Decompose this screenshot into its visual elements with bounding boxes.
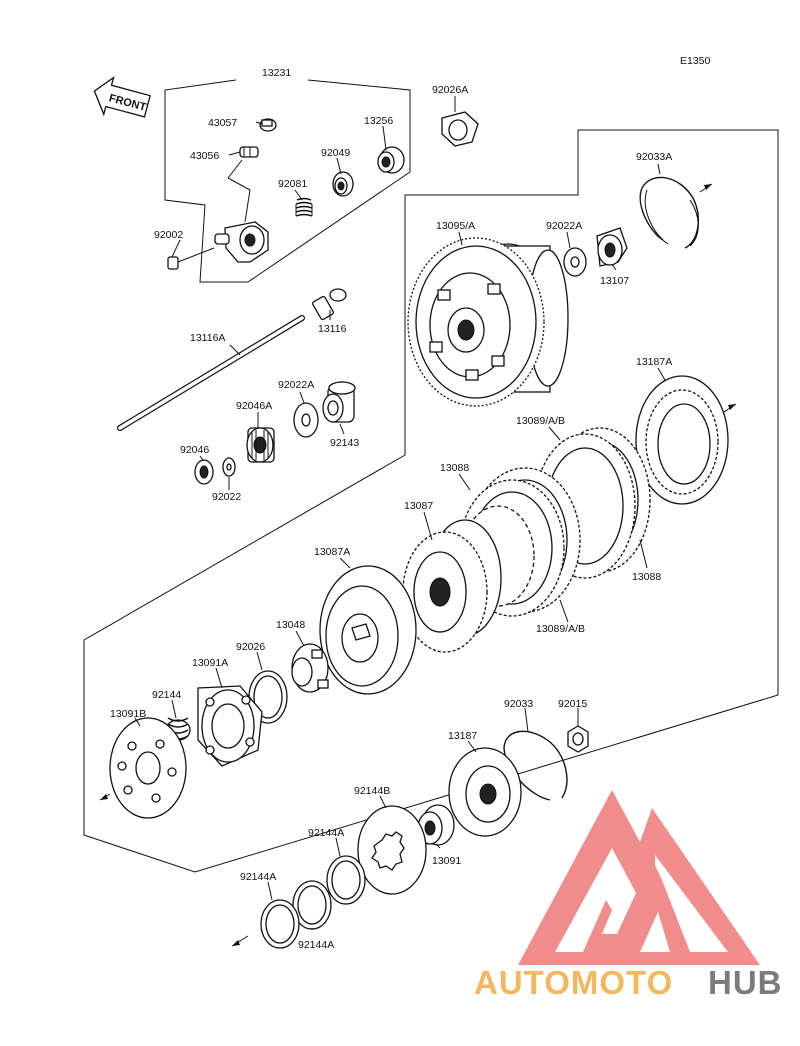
part-label-13091A: 13091A [192,657,228,669]
part-label-92144A-2: 92144A [240,871,276,883]
part-label-13187A: 13187A [636,356,672,368]
axis-arrows [99,183,737,947]
screw-43057-icon [259,118,277,132]
part-label-13116: 13116 [318,323,347,335]
nut-92015-icon [567,725,589,753]
part-label-13107: 13107 [600,275,629,287]
part-label-13087A: 13087A [314,546,350,558]
part-label-92033A: 92033A [636,151,672,163]
front-arrow-icon: FRONT [93,76,151,118]
part-label-13091B: 13091B [110,708,146,720]
bearing-13256-icon [377,146,405,174]
spline-plate-92144B-icon [357,805,427,895]
plate-13091B-icon [109,717,187,819]
needle-bearing-92046A-icon [246,427,275,463]
washer-92022A-mid-icon [293,402,319,438]
collar-92143-icon [322,381,356,423]
part-label-92026: 92026 [236,641,265,653]
watermark-triangle-logo [518,790,760,965]
part-label-13231: 13231 [262,67,291,79]
part-label-92026A: 92026A [432,84,468,96]
gasket-92026A-icon [441,111,479,147]
part-label-92033: 92033 [504,698,533,710]
washer-92022-icon [222,457,236,477]
part-label-13116A: 13116A [190,332,225,344]
part-label-92046: 92046 [180,444,209,456]
spring-holder-13091A-icon [197,685,263,767]
washer-92022A-top-icon [563,247,587,277]
part-label-92015: 92015 [558,698,587,710]
fitting-43056-icon [239,146,259,158]
part-label-92049: 92049 [321,147,350,159]
part-label-13088-top: 13088 [440,462,469,474]
part-label-92046A: 92046A [236,400,272,412]
part-label-13089AB-bot: 13089/A/B [536,623,585,635]
push-rod-13116A-icon [117,315,305,431]
part-label-43056: 43056 [190,150,219,162]
clutch-hub-13087-icon [402,519,502,653]
release-mechanism-group [167,111,479,270]
part-labels: 13231 43057 43056 13256 92049 92081 9200… [110,67,672,951]
part-label-92081: 92081 [278,178,307,190]
part-label-92143: 92143 [330,437,359,449]
watermark-text-hub: HUB [708,964,783,1001]
part-label-43057: 43057 [208,117,237,129]
assembly-boundary-lines [83,79,779,873]
washer-92144A-3-icon [260,899,300,949]
bolt-92002-icon [167,247,215,270]
part-label-92144A-3: 92144A [298,939,334,951]
watermark-text-auto: AUTOMOTO [474,964,673,1001]
circlip-92033A-icon [639,176,699,249]
washer-92144A-2-icon [292,880,332,930]
rod-13116-icon [312,288,347,321]
diagram-code: E1350 [680,55,711,67]
part-label-13048: 13048 [276,619,305,631]
pulley-13187-icon [448,747,522,837]
part-label-92022: 92022 [212,491,241,503]
part-label-13089AB-top: 13089/A/B [516,415,565,427]
clutch-housing-13095A-icon [407,237,569,407]
part-label-13095A: 13095/A [436,220,475,232]
part-label-92022A-top: 92022A [546,220,582,232]
part-label-92022A-mid: 92022A [278,379,314,391]
part-label-92144A-1: 92144A [308,827,344,839]
part-label-92144B: 92144B [354,785,390,797]
part-label-13087: 13087 [404,500,433,512]
spacer-13107-icon [596,227,628,267]
friction-plates-stack-icon [459,427,651,617]
part-label-13256: 13256 [364,115,393,127]
release-housing-icon [214,221,269,263]
leader-lines [134,96,666,930]
part-label-92144: 92144 [152,689,181,701]
spring-92081-icon [295,197,313,217]
automotohub-watermark: AUTOMOTO HUB [474,790,783,1001]
part-label-13187: 13187 [448,730,477,742]
bearing-13091-icon [417,804,455,846]
part-label-13088-right: 13088 [632,571,661,583]
part-label-92002: 92002 [154,229,183,241]
seal-92049-icon [332,171,354,197]
bearing-92046-icon [194,459,214,485]
pressure-plate-13187A-icon [635,375,729,505]
guide-13048-icon [291,643,329,693]
hub-plate-13087A-icon [319,565,417,695]
part-label-13091: 13091 [432,855,461,867]
washer-92144A-1-icon [326,855,366,905]
